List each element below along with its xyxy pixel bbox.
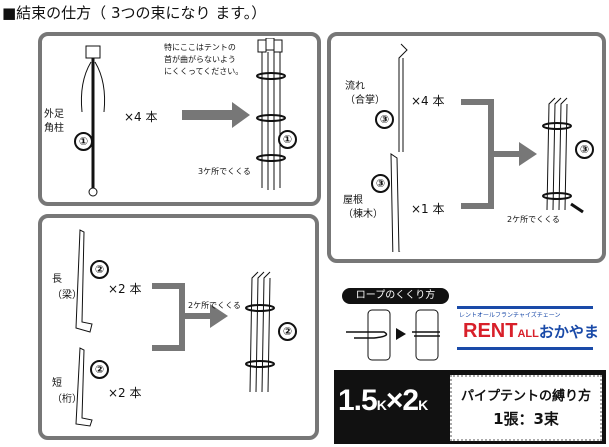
- spec-label: パイプテントの縛り方 1張：3束: [450, 375, 602, 441]
- bracket-arrow-icon: [152, 283, 228, 351]
- arrow-icon: [182, 102, 250, 128]
- page-title: ■結束の仕方（ 3つの束になり ます。）: [2, 4, 267, 22]
- bundle-3-illustration: [542, 97, 584, 214]
- ridge-label: 屋根 （棟木）: [343, 195, 383, 220]
- short-beam-label: 短 （桁）: [52, 378, 82, 405]
- tie-note: 2ケ所でくくる: [507, 215, 560, 224]
- bundle-2-illustration: [245, 271, 275, 393]
- badge-1: ①: [74, 132, 93, 151]
- rope-tying-header: ロープのくくり方: [342, 288, 449, 304]
- quantity: ×4 本: [411, 94, 445, 108]
- spec-box: 1.5K×2K パイプテントの縛り方 1張：3束: [334, 370, 606, 444]
- panel-beams: 長 （梁） ② ×2 本 短 （桁） ② ×2 本 2ケ所でくくる ②: [38, 214, 319, 440]
- panel-corner-legs: 外足 角柱 ① ×4 本 特にここはテントの 首が曲がらないよう にくくってくだ…: [38, 32, 321, 206]
- panel-roof: 流れ （合掌） ③ ×4 本 屋根 （棟木） ③ ×1 本 ③ 2ケ所でくくる: [327, 32, 606, 263]
- badge-3: ③: [371, 174, 390, 193]
- note: 特にここはテントの 首が曲がらないよう にくくってください。: [164, 43, 244, 76]
- quantity: ×2 本: [108, 282, 142, 296]
- quantity: ×4 本: [124, 110, 158, 124]
- badge-2: ②: [90, 360, 109, 379]
- quantity: ×1 本: [411, 202, 445, 216]
- beam-illustration: [75, 229, 93, 427]
- corner-leg-illustration: [80, 45, 106, 197]
- rope-tying-illustration: [346, 309, 440, 361]
- badge-3-result: ③: [575, 140, 594, 159]
- bracket-arrow-icon: [461, 99, 537, 209]
- badge-2: ②: [90, 260, 109, 279]
- tie-note: 2ケ所でくくる: [188, 301, 241, 310]
- rafter-illustration: [390, 43, 408, 252]
- corner-leg-label: 外足 角柱: [44, 109, 64, 134]
- badge-1-result: ①: [278, 130, 297, 149]
- tent-size: 1.5K×2K: [338, 384, 428, 417]
- quantity: ×2 本: [108, 386, 142, 400]
- rentall-logo: レントオールフランチャイズチェーン RENTALLおかやま: [457, 306, 599, 350]
- tie-note: 3ケ所でくくる: [198, 167, 251, 176]
- arrow-icon: [396, 328, 406, 340]
- badge-3: ③: [375, 110, 394, 129]
- bundle-1-illustration: [256, 38, 286, 190]
- rafter-label: 流れ （合掌）: [345, 81, 385, 106]
- long-beam-label: 長 （梁）: [52, 274, 82, 301]
- badge-2-result: ②: [278, 322, 297, 341]
